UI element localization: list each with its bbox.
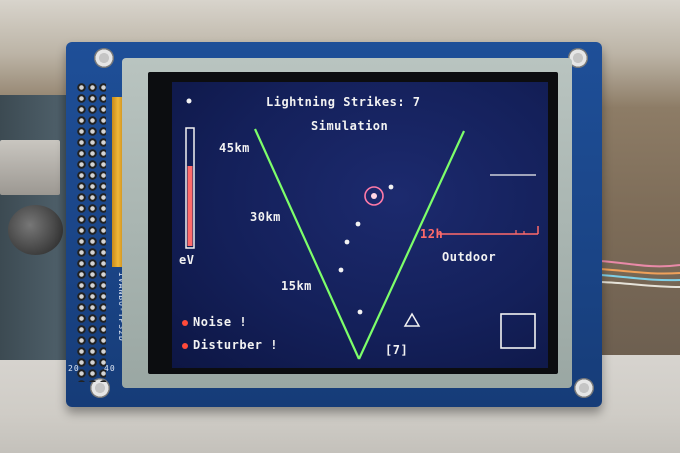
pcb-label: IVANBO-TP32D: [117, 272, 126, 342]
strike-dot: [338, 267, 344, 273]
strike-dot: [357, 309, 363, 315]
strike-dot: [355, 221, 361, 227]
mount-hole: [574, 378, 594, 398]
mount-hole: [94, 48, 114, 68]
energy-meter-frame: [185, 127, 195, 249]
lcd-screen: Lightning Strikes: 7 Simulation 45km 30k…: [172, 82, 548, 368]
strike-dot: [388, 184, 394, 190]
strike-count-title: Lightning Strikes: 7: [266, 95, 421, 109]
pcb-pin-label: 40: [104, 364, 116, 373]
location-label: Outdoor: [442, 250, 497, 264]
energy-meter-fill: [187, 166, 193, 246]
disturber-status: Disturber !: [182, 338, 278, 352]
lcd-graphics: [185, 98, 539, 360]
capacitor: [8, 205, 63, 255]
time-label: 12h: [420, 227, 444, 241]
latest-strike-dot: [371, 193, 377, 199]
indicator-dot: [186, 98, 192, 104]
flex-ribbon: [112, 97, 124, 267]
mount-hole: [568, 48, 588, 68]
colored-wires: [600, 260, 680, 288]
noise-status-text: Noise !: [193, 315, 248, 329]
cone-right-line: [358, 130, 465, 360]
latest-strike-ring: [364, 186, 384, 206]
disturber-status-text: Disturber !: [193, 338, 278, 352]
noise-bullet-icon: [182, 319, 188, 326]
meter-unit-label: eV: [179, 253, 195, 267]
distance-label-15: 15km: [281, 279, 312, 293]
status-box: [500, 313, 536, 349]
disturber-bullet-icon: [182, 342, 188, 349]
strike-counter: [7]: [385, 343, 409, 357]
mode-label: Simulation: [311, 119, 389, 133]
cone-left-line: [253, 128, 361, 360]
noise-status: Noise !: [182, 315, 247, 329]
distance-label-45: 45km: [219, 141, 250, 155]
pin-header: [76, 82, 106, 382]
distance-label-30: 30km: [250, 210, 281, 224]
mount-hole: [90, 378, 110, 398]
strike-dot: [344, 239, 350, 245]
pcb-pin-label: 20: [68, 364, 80, 373]
observer-triangle: [403, 312, 421, 327]
usb-connector: [0, 140, 60, 195]
